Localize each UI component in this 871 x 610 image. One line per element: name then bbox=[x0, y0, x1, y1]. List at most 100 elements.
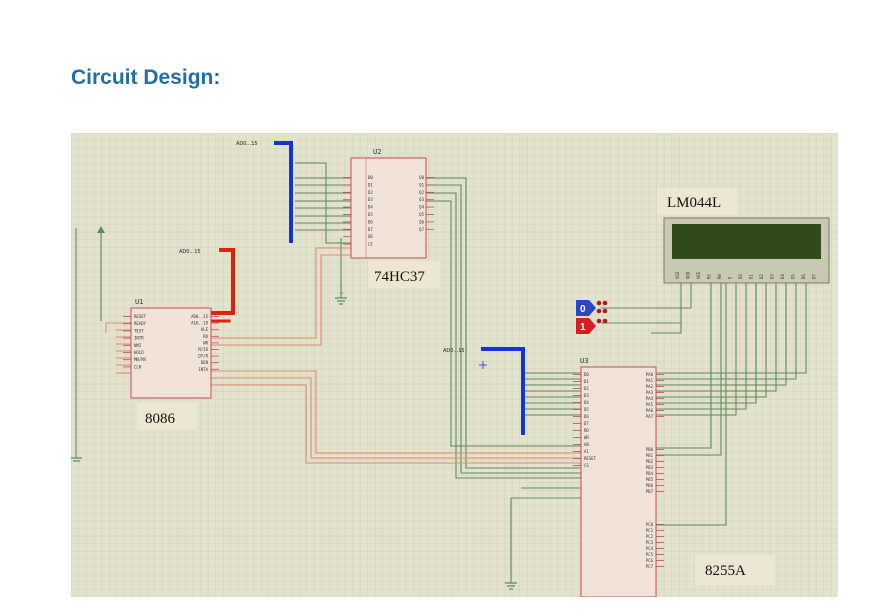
chip-u3-left-pin-label: D5 bbox=[584, 407, 589, 412]
bus-tag-u1: AD0...15 bbox=[179, 249, 201, 255]
chip-u2-left-pin-label: LE bbox=[368, 242, 373, 247]
chip-u2-left-pin-label: D3 bbox=[368, 197, 373, 202]
chip-u1-ref: U1 bbox=[135, 298, 143, 306]
chip-u1-right-pin-label: DT/R bbox=[198, 354, 208, 359]
chip-u1-right-pin-label: ALE bbox=[201, 327, 209, 332]
chip-u1-right-pin-label: A16..19 bbox=[191, 321, 208, 326]
chip-u3-pb-pin-label: PB4 bbox=[646, 471, 654, 476]
chip-u3-pc-pin-label: PC6 bbox=[646, 558, 654, 563]
chip-u3-pa-pin-label: PA4 bbox=[646, 396, 654, 401]
chip-u3-pa-pin-label: PA7 bbox=[646, 414, 654, 419]
chip-u2-right-pin-label: Q0 bbox=[419, 175, 424, 180]
chip-u1-right-pin-label: DEN bbox=[201, 360, 209, 365]
page-title: Circuit Design: bbox=[71, 66, 221, 89]
lcd-pin-label: D3 bbox=[770, 274, 775, 279]
chip-u3-pc-pin-label: PC7 bbox=[646, 564, 654, 569]
chip-u3-left-pin-label: D2 bbox=[584, 386, 589, 391]
chip-u2-label-bg bbox=[368, 261, 440, 288]
lcd-pin-label: D4 bbox=[780, 274, 785, 279]
lcd-pin-label: RS bbox=[707, 274, 712, 279]
lcd-pin-label: D6 bbox=[801, 274, 806, 279]
svg-text:0: 0 bbox=[580, 304, 586, 315]
power-arrow-icon bbox=[97, 226, 105, 321]
chip-u3-left-pin-label: A1 bbox=[584, 449, 589, 454]
chip-u2-right-pin-label: Q6 bbox=[419, 219, 424, 224]
chip-u3-left-pin-label: D7 bbox=[584, 421, 589, 426]
lcd-pin-label: E bbox=[728, 276, 733, 279]
chip-u2-right-pin-label: Q1 bbox=[419, 182, 424, 187]
chip-u2-right-pin-label: Q7 bbox=[419, 227, 424, 232]
bus-tags: AD0...15 AD0...15 AD0...15 bbox=[179, 141, 465, 354]
chip-u3-left-pin-label: D6 bbox=[584, 414, 589, 419]
chip-u1-label: 8086 bbox=[145, 411, 176, 427]
chip-u3-left-pin-label: RD bbox=[584, 428, 589, 433]
lcd-pin-label: D2 bbox=[759, 274, 764, 279]
lcd-label-bg bbox=[657, 188, 737, 215]
chip-u1-left-pin-label: RESET bbox=[134, 314, 147, 319]
chip-u2-right-pin-label: Q4 bbox=[419, 205, 424, 210]
chip-u1-label-bg bbox=[137, 403, 197, 430]
chip-u1-left-pin-label: NMI bbox=[134, 343, 142, 348]
lcd-pin-label: D5 bbox=[791, 274, 796, 279]
chip-u3-pb-pin-label: PB1 bbox=[646, 453, 654, 458]
lcd-pin-label: D0 bbox=[738, 274, 743, 279]
chip-u3-pb-pin-label: PB6 bbox=[646, 483, 654, 488]
chip-u3-pc-pin-label: PC3 bbox=[646, 540, 654, 545]
chip-u1-left-pin-label: INTR bbox=[134, 336, 144, 341]
lcd-label: LM044L bbox=[667, 195, 721, 211]
green-wires bbox=[75, 162, 807, 583]
chip-u3-pb-pin-label: PB7 bbox=[646, 489, 654, 494]
chip-u2-left-pin-label: D4 bbox=[368, 205, 373, 210]
chip-u2-right-pin-label: Q5 bbox=[419, 212, 424, 217]
chip-u3-left-pin-label: D0 bbox=[584, 372, 589, 377]
chip-u3-left-pin-label: RESET bbox=[584, 456, 597, 461]
logic-state-0[interactable]: 0 bbox=[576, 300, 608, 316]
chip-u3-left-pin-label: D1 bbox=[584, 379, 589, 384]
lcd-pin-label: D1 bbox=[749, 274, 754, 279]
u1-wires bbox=[105, 247, 581, 464]
chip-u2-ref: U2 bbox=[373, 148, 381, 156]
lcd-pin-label: VEE bbox=[696, 271, 701, 279]
cursor-cross-icon bbox=[479, 361, 487, 369]
lcd-screen bbox=[672, 224, 821, 259]
chip-u3-left-pin-label: A0 bbox=[584, 442, 589, 447]
chip-u1-right-pin-label: AD0..15 bbox=[191, 314, 208, 319]
chip-u3-pa-pin-label: PA6 bbox=[646, 408, 654, 413]
ground-icon bbox=[71, 297, 517, 590]
chip-u3-pc-pin-label: PC4 bbox=[646, 546, 654, 551]
bus-tag-u2: AD0...15 bbox=[236, 141, 258, 147]
chip-u3-left-pin-label: D4 bbox=[584, 400, 589, 405]
chip-u3-pa-pin-label: PA3 bbox=[646, 390, 654, 395]
chip-u3-pb-pin-label: PB0 bbox=[646, 447, 654, 452]
lcd-pin-label: VSS bbox=[675, 271, 680, 279]
chip-u3-pa-pin-label: PA1 bbox=[646, 378, 654, 383]
logic-state-1[interactable]: 1 bbox=[576, 318, 608, 334]
chip-u3-pa-pin-label: PA2 bbox=[646, 384, 654, 389]
bus-tag-u3: AD0...15 bbox=[443, 348, 465, 354]
chip-u3-left-pin-label: D3 bbox=[584, 393, 589, 398]
chip-u3-pa-pin-label: PA5 bbox=[646, 402, 654, 407]
chip-u3-pc-pin-label: PC1 bbox=[646, 528, 654, 533]
chip-u1-left-pin-label: MN/MX bbox=[134, 357, 147, 362]
chip-u3-pc-pin-label: PC0 bbox=[646, 522, 654, 527]
chip-u2-left-pin-label: D0 bbox=[368, 175, 373, 180]
lcd-pin-label: VDD bbox=[686, 271, 691, 279]
lcd-pin-label: RW bbox=[717, 274, 722, 279]
chip-u3-pb-pin-label: PB2 bbox=[646, 459, 654, 464]
chip-u3-label-bg bbox=[695, 555, 775, 585]
chip-u3-pb-pin-label: PB5 bbox=[646, 477, 654, 482]
chip-u2-left-pin-label: OE bbox=[368, 234, 373, 239]
chip-u3-left-pin-label: CS bbox=[584, 463, 589, 468]
chip-u3-pc-pin-label: PC2 bbox=[646, 534, 654, 539]
chip-u1-right-pin-label: RD bbox=[203, 334, 208, 339]
chip-u3-pb-pin-label: PB3 bbox=[646, 465, 654, 470]
chip-u3-pa-pin-label: PA0 bbox=[646, 372, 654, 377]
chip-u2-left-pin-label: D5 bbox=[368, 212, 373, 217]
chip-u3-pc-pin-label: PC5 bbox=[646, 552, 654, 557]
chip-u2-label: 74HC37 bbox=[374, 269, 425, 285]
chip-u2-left-pin-label: D2 bbox=[368, 190, 373, 195]
chip-u1-left-pin-label: TEST bbox=[134, 328, 144, 333]
chip-u2-left-pin-label: D6 bbox=[368, 219, 373, 224]
chip-u1-left-pin-label: READY bbox=[134, 321, 147, 326]
